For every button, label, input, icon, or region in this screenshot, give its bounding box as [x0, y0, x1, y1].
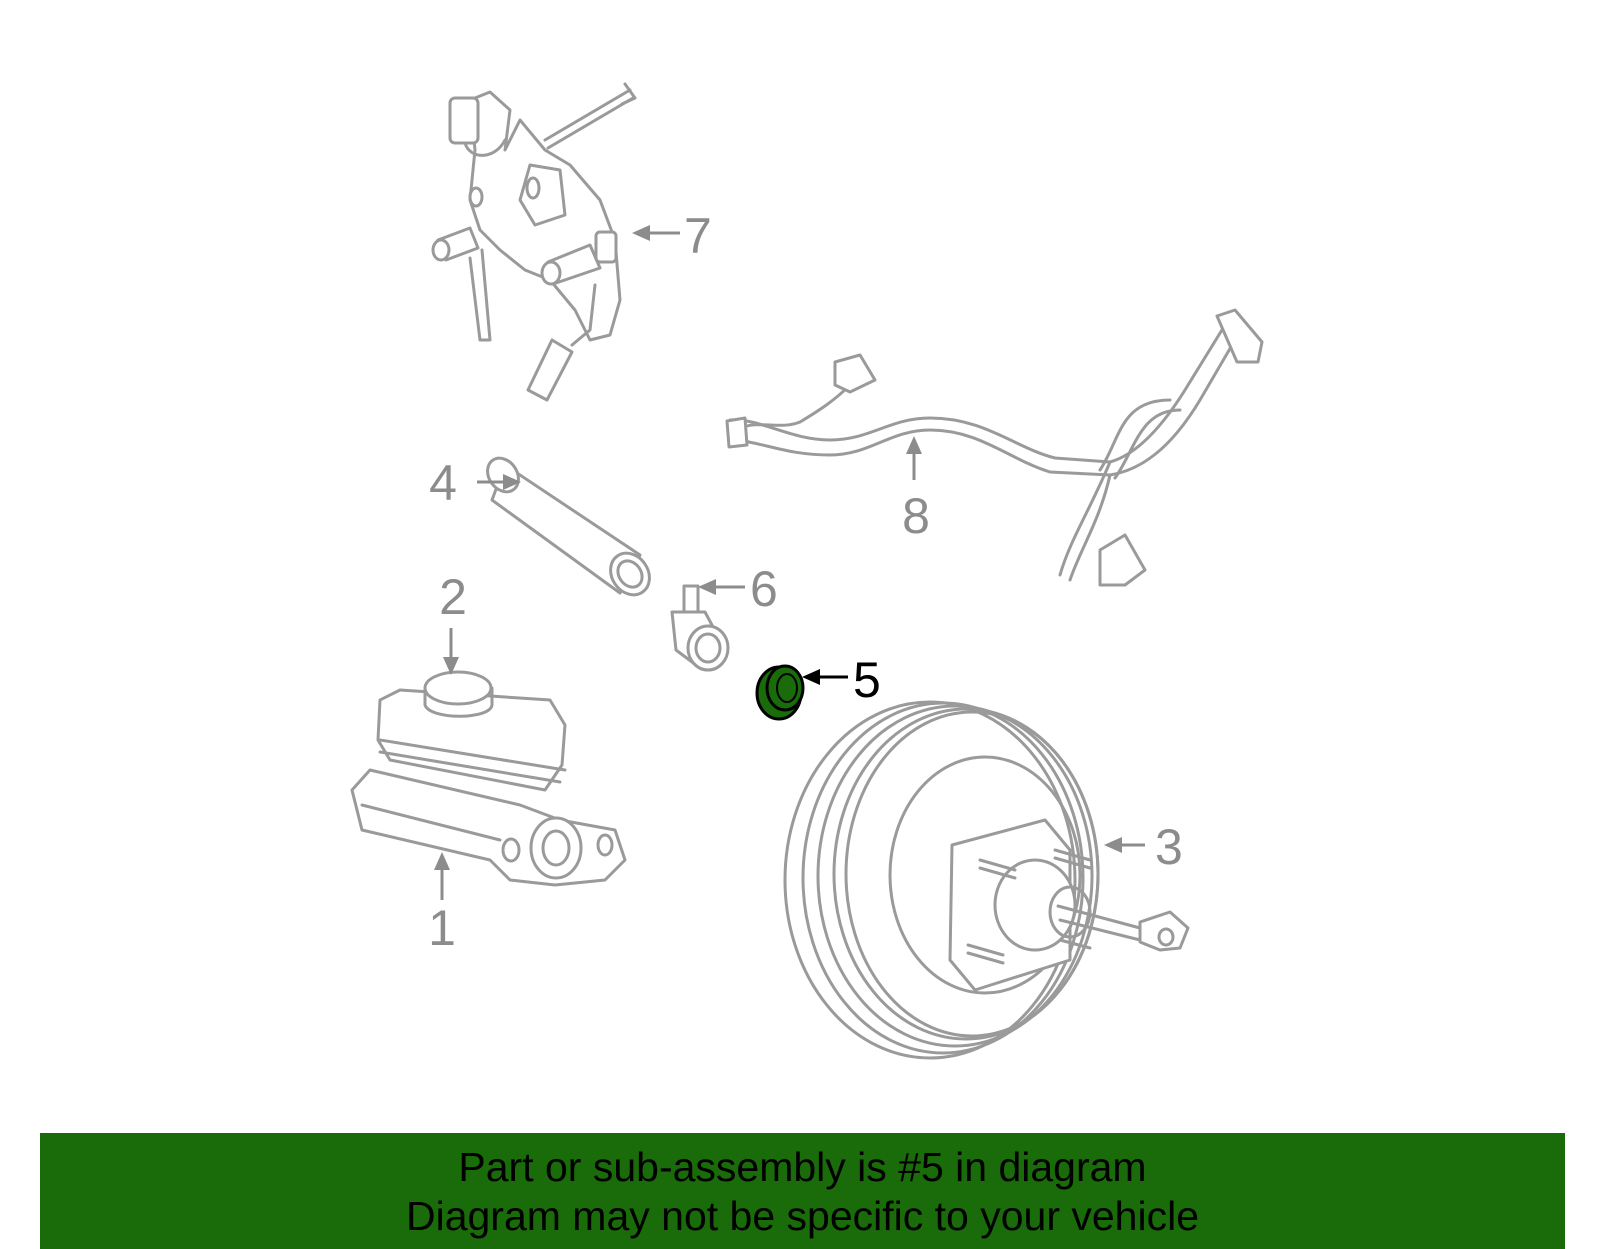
callout-2: 2: [439, 569, 467, 675]
callout-label-8: 8: [902, 488, 930, 544]
callout-label-1: 1: [428, 900, 456, 956]
part-4-tube[interactable]: [481, 452, 657, 602]
callout-label-6: 6: [750, 561, 778, 617]
callout-label-3: 3: [1155, 819, 1183, 875]
callout-6: 6: [698, 561, 778, 617]
part-1-master-cylinder[interactable]: [350, 768, 627, 887]
part-3-brake-booster[interactable]: [783, 700, 1190, 1060]
parts-diagram: 1 2 3 4 5 6 7 8: [350, 82, 1264, 1060]
part-7-bracket-assembly[interactable]: [431, 82, 637, 402]
banner-line-2: Diagram may not be specific to your vehi…: [405, 1193, 1199, 1239]
callout-8: 8: [902, 436, 930, 544]
callout-5: 5: [802, 652, 881, 708]
part-2-reservoir[interactable]: [376, 670, 567, 792]
callout-label-4: 4: [429, 455, 457, 511]
part-5-seal[interactable]: [755, 664, 805, 721]
callout-7: 7: [632, 208, 712, 264]
part-6-fitting[interactable]: [670, 584, 730, 672]
banner-line-1: Part or sub-assembly is #5 in diagram: [458, 1144, 1147, 1190]
callout-label-2: 2: [439, 569, 467, 625]
info-banner: Part or sub-assembly is #5 in diagram Di…: [40, 1133, 1565, 1249]
callout-4: 4: [429, 455, 521, 511]
callout-label-5: 5: [853, 652, 881, 708]
part-8-wire-harness[interactable]: [725, 308, 1264, 587]
callout-1: 1: [428, 852, 456, 956]
callout-label-7: 7: [684, 208, 712, 264]
callout-3: 3: [1104, 819, 1183, 875]
